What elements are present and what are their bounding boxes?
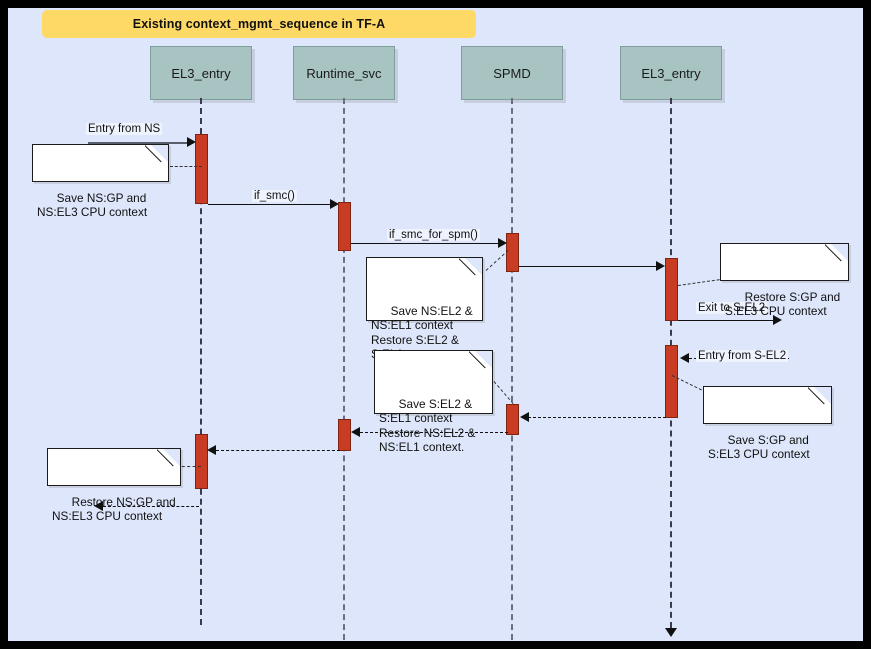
activation-spmd-2 [506, 404, 519, 435]
activation-el3-entry-right-1 [665, 258, 678, 321]
message-label-entry-from-ns: Entry from NS [86, 123, 163, 135]
message-line-if-smc-for-spm [351, 243, 501, 244]
message-label-if-smc-for-spm: if_smc_for_spm() [387, 229, 480, 241]
participant-spmd[interactable]: SPMD [461, 46, 563, 100]
note-save-s-gp: Save S:GP and S:EL3 CPU context [703, 386, 832, 461]
message-line-exit-to-s-el2 [678, 320, 776, 321]
activation-el3-entry-left-2 [195, 434, 208, 489]
arrowhead-right-icon [330, 199, 339, 209]
note-connector-restore-s-gp [677, 279, 720, 286]
activation-el3-entry-left-1 [195, 134, 208, 204]
note-restore-ns-gp: Restore NS:GP and NS:EL3 CPU context [47, 448, 181, 523]
lifeline-spmd [511, 98, 513, 640]
note-fold-icon [831, 244, 848, 261]
lifeline-runtime-svc [343, 98, 345, 640]
sequence-diagram: Existing context_mgmt_sequence in TF-A E… [8, 8, 863, 641]
participant-label: EL3_entry [641, 65, 701, 81]
note-text: Save NS:GP and NS:EL3 CPU context [37, 190, 148, 220]
participant-runtime-svc[interactable]: Runtime_svc [293, 46, 395, 100]
message-label-exit-to-s-el2: Exit to S-EL2 [696, 302, 768, 314]
message-line-if-smc [208, 204, 333, 205]
note-save-s-el2: Save S:EL2 & S:EL1 context Restore NS:EL… [374, 350, 493, 454]
note-text: Restore NS:GP and NS:EL3 CPU context [52, 494, 176, 524]
arrowhead-left-icon [520, 412, 529, 422]
message-line-el3-to-spmd-return [528, 417, 666, 418]
note-fold-icon [814, 387, 831, 404]
message-line-spmd-to-runtime-svc-return [360, 432, 508, 433]
note-fold-icon [151, 145, 168, 162]
note-save-ns-el2: Save NS:EL2 & NS:EL1 context Restore S:E… [366, 257, 483, 361]
note-text: Save S:GP and S:EL3 CPU context [708, 432, 810, 462]
arrowhead-left-icon [351, 427, 360, 437]
note-save-ns-gp: Save NS:GP and NS:EL3 CPU context [32, 144, 169, 219]
note-fold-icon [465, 258, 482, 275]
arrowhead-right-icon [498, 238, 507, 248]
participant-el3-entry-right[interactable]: EL3_entry [620, 46, 722, 100]
lifeline-end-arrow-icon [665, 628, 677, 637]
message-line-spmd-to-el3 [519, 266, 659, 267]
participant-label: Runtime_svc [306, 65, 382, 81]
message-line-entry-from-ns [88, 142, 188, 144]
message-line-el3-exit-return [103, 506, 199, 507]
activation-runtime-svc-2 [338, 419, 351, 451]
arrowhead-right-icon [187, 137, 196, 147]
participant-el3-entry-left[interactable]: EL3_entry [150, 46, 252, 100]
note-connector-save-ns-gp [170, 166, 202, 167]
message-line-runtime-svc-to-el3-return [216, 450, 340, 451]
arrowhead-right-icon [656, 261, 665, 271]
diagram-title-banner: Existing context_mgmt_sequence in TF-A [42, 10, 476, 38]
note-fold-icon [475, 351, 492, 368]
note-fold-icon [163, 449, 180, 466]
activation-spmd-1 [506, 233, 519, 272]
message-label-entry-from-s-el2: Entry from S-EL2 [696, 350, 789, 362]
activation-el3-entry-right-2 [665, 345, 678, 418]
arrowhead-left-icon [207, 445, 216, 455]
note-restore-s-gp: Restore S:GP and S:EL3 CPU context [720, 243, 849, 318]
lifeline-el3-entry-left [200, 98, 202, 625]
arrowhead-left-icon [680, 353, 689, 363]
arrowhead-right-icon [773, 315, 782, 325]
note-text: Restore S:GP and S:EL3 CPU context [725, 289, 841, 319]
arrowhead-left-icon [94, 501, 103, 511]
note-text: Save S:EL2 & S:EL1 context Restore NS:EL… [379, 396, 476, 455]
note-connector-restore-ns-gp [171, 466, 201, 467]
activation-runtime-svc-1 [338, 202, 351, 251]
participant-label: EL3_entry [171, 65, 231, 81]
message-label-if-smc: if_smc() [252, 190, 297, 202]
participant-label: SPMD [493, 65, 531, 81]
